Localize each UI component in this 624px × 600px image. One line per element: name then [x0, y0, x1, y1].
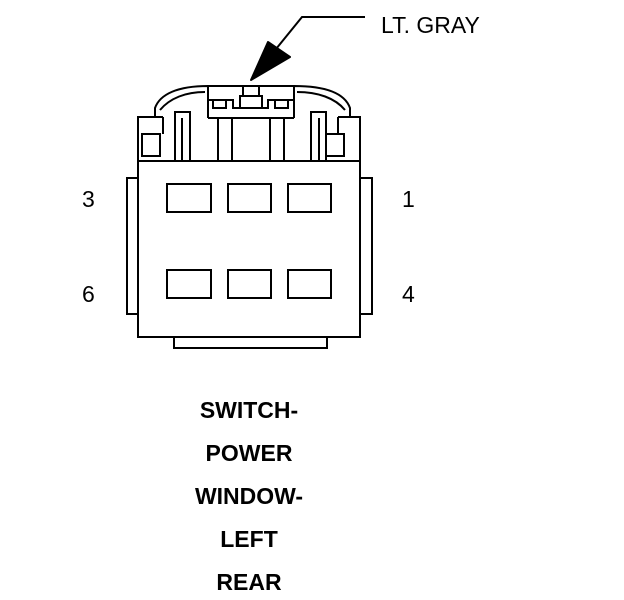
pin-cavity — [227, 183, 272, 213]
pin-cavity — [166, 183, 212, 213]
connector-body — [126, 84, 373, 349]
color-callout-label: LT. GRAY — [381, 12, 480, 38]
color-callout-leader — [275, 16, 365, 50]
pin-label-bottom-right: 4 — [402, 281, 415, 307]
pin-label-bottom-left: 6 — [82, 281, 95, 307]
pin-label-top-right: 1 — [402, 186, 415, 212]
title-line: SWITCH- — [200, 397, 298, 423]
pin-cavity — [227, 269, 272, 299]
title-line: POWER — [206, 440, 293, 466]
pin-cavity — [166, 269, 212, 299]
title-line: REAR — [216, 569, 282, 595]
pin-cavity — [287, 269, 332, 299]
pin-cavity — [287, 183, 332, 213]
title-line: WINDOW- — [195, 483, 303, 509]
callout-arrow-icon — [250, 41, 291, 81]
pin-label-top-left: 3 — [82, 186, 95, 212]
title-line: LEFT — [220, 526, 278, 552]
connector-title: SWITCH- POWER WINDOW- LEFT REAR — [195, 397, 303, 595]
